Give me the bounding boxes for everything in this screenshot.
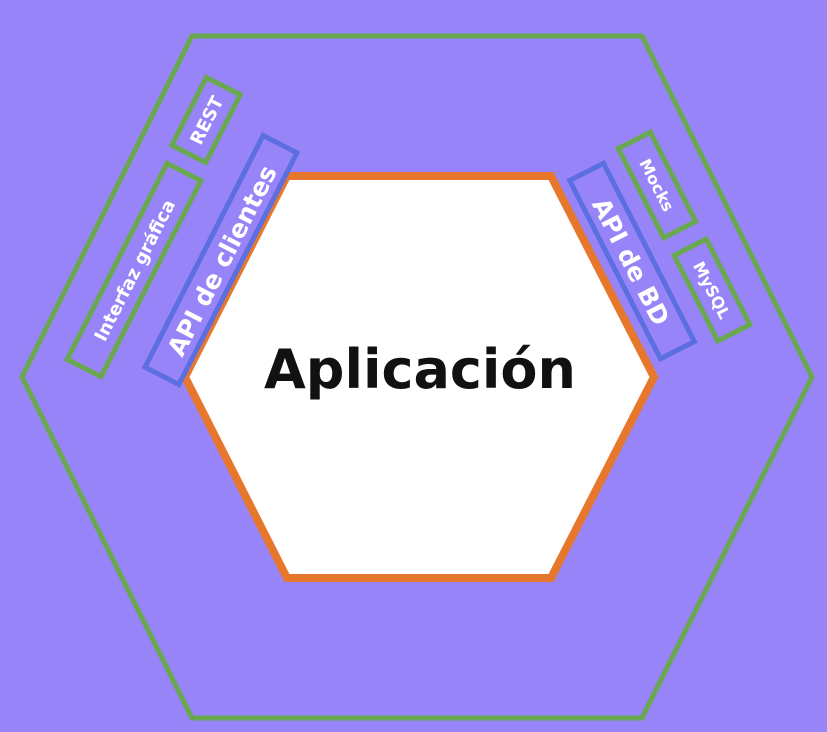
adapter-right-primary-box <box>614 128 700 242</box>
outer-hexagon <box>19 33 815 721</box>
adapter-right-primary: Mocks <box>614 128 700 242</box>
adapter-right-primary-label: Mocks <box>635 156 678 215</box>
core-label: Aplicación <box>264 338 576 401</box>
adapter-left-primary-box <box>63 160 205 380</box>
port-left-box <box>141 132 301 388</box>
adapter-right-secondary-box <box>670 235 754 345</box>
adapter-left-secondary-box <box>168 74 244 166</box>
adapter-left-secondary: REST <box>168 74 244 166</box>
port-right-box <box>566 159 698 363</box>
adapter-right-secondary-label: MySQL <box>689 258 734 322</box>
